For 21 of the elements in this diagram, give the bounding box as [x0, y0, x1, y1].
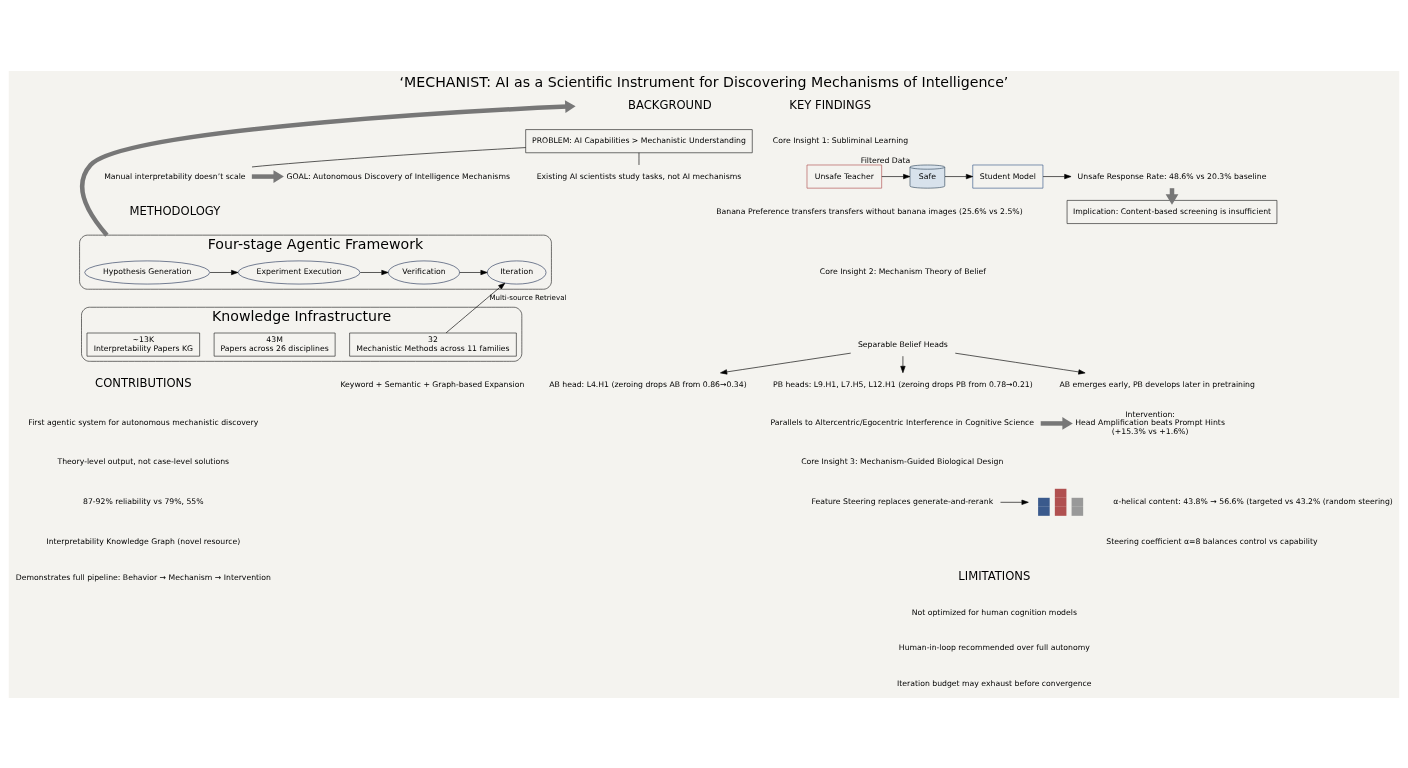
- arrow: [1040, 416, 1073, 430]
- arrow: [209, 269, 239, 275]
- arrow: [944, 173, 974, 179]
- label: METHODOLOGY: [129, 203, 221, 218]
- arrow: [80, 99, 576, 237]
- label: LIMITATIONS: [958, 568, 1031, 583]
- arrow: [1042, 173, 1072, 179]
- arrow: [954, 352, 1086, 374]
- arrow: [251, 169, 284, 183]
- label: CONTRIBUTIONS: [95, 375, 192, 390]
- diagram-title: ‘MECHANIST: AI as a Scientific Instrument for Discovering Mechanisms of Intelligence’: [399, 73, 1009, 90]
- arrow: [360, 269, 389, 275]
- arrow: [720, 352, 852, 374]
- arrow: [445, 282, 506, 333]
- label: KEY FINDINGS: [789, 97, 872, 112]
- arrow: [1000, 499, 1029, 505]
- arrow: [900, 355, 906, 373]
- arrow: [881, 173, 911, 179]
- arrow: [459, 269, 488, 275]
- label: BACKGROUND: [628, 97, 712, 112]
- connector: [251, 146, 526, 167]
